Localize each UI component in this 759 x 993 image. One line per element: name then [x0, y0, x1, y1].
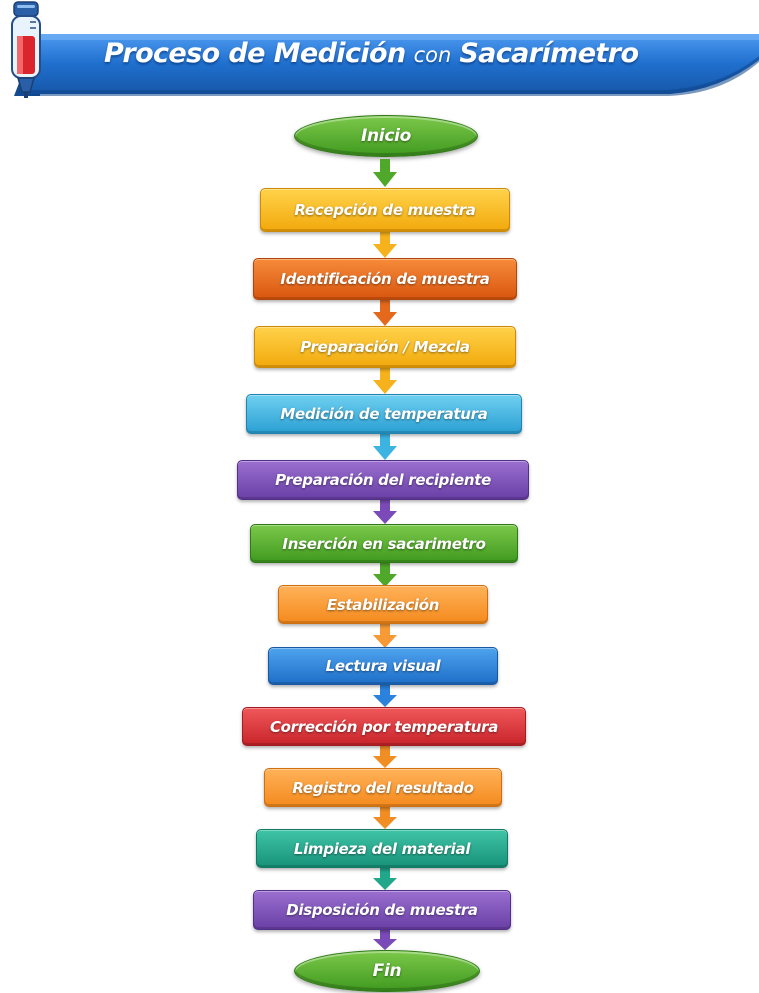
start-label: Inicio: [360, 126, 412, 146]
flow-arrow: [373, 300, 397, 326]
end-node: Fin: [294, 950, 480, 992]
title-part-2: Sacarímetro: [459, 38, 639, 69]
flow-step-preparation-mix: Preparación / Mezcla: [254, 326, 516, 368]
flow-arrow: [373, 685, 397, 707]
flow-step-saccharimeter-insertion: Inserción en sacarimetro: [250, 524, 518, 563]
flow-step-result-record: Registro del resultado: [264, 768, 502, 807]
title-connector: con: [413, 43, 452, 67]
flow-arrow: [373, 563, 397, 587]
step-label: Corrección por temperatura: [269, 717, 499, 736]
flow-step-material-cleaning: Limpieza del material: [256, 829, 508, 868]
flow-step-visual-reading: Lectura visual: [268, 647, 498, 685]
step-label: Registro del resultado: [292, 778, 474, 797]
step-label: Preparación / Mezcla: [300, 338, 470, 356]
flow-arrow: [373, 368, 397, 394]
step-label: Limpieza del material: [293, 839, 471, 858]
step-label: Lectura visual: [325, 657, 441, 675]
start-node: Inicio: [294, 115, 478, 157]
title-banner: Proceso de Medición con Sacarímetro: [0, 0, 759, 110]
title-part-1: Proceso de Medición: [104, 38, 406, 69]
flow-arrow: [373, 930, 397, 950]
flow-arrow: [373, 434, 397, 460]
flow-step-stabilization: Estabilización: [278, 585, 488, 624]
flow-arrow: [373, 624, 397, 648]
step-label: Identificación de muestra: [280, 270, 490, 288]
flow-arrow: [373, 807, 397, 829]
end-label: Fin: [372, 961, 402, 981]
flow-step-temperature-correction: Corrección por temperatura: [242, 707, 526, 746]
flow-step-reception: Recepción de muestra: [260, 188, 510, 232]
flow-arrow: [373, 500, 397, 524]
flow-arrow: [373, 868, 397, 890]
flow-arrow: [373, 232, 397, 258]
flow-step-temperature-measurement: Medición de temperatura: [246, 394, 522, 434]
step-label: Disposición de muestra: [286, 901, 478, 919]
flow-step-container-preparation: Preparación del recipiente: [237, 460, 529, 500]
step-label: Recepción de muestra: [294, 201, 476, 219]
thermometer-icon: [11, 1, 41, 98]
flow-arrow: [373, 746, 397, 768]
step-label: Medición de temperatura: [280, 405, 488, 423]
step-label: Preparación del recipiente: [275, 471, 491, 489]
flow-step-sample-disposal: Disposición de muestra: [253, 890, 511, 930]
step-label: Estabilización: [326, 595, 440, 614]
flow-step-identification: Identificación de muestra: [253, 258, 517, 300]
page-title: Proceso de Medición con Sacarímetro: [104, 38, 639, 88]
step-label: Inserción en sacarimetro: [282, 534, 486, 553]
flow-arrow: [373, 159, 397, 187]
